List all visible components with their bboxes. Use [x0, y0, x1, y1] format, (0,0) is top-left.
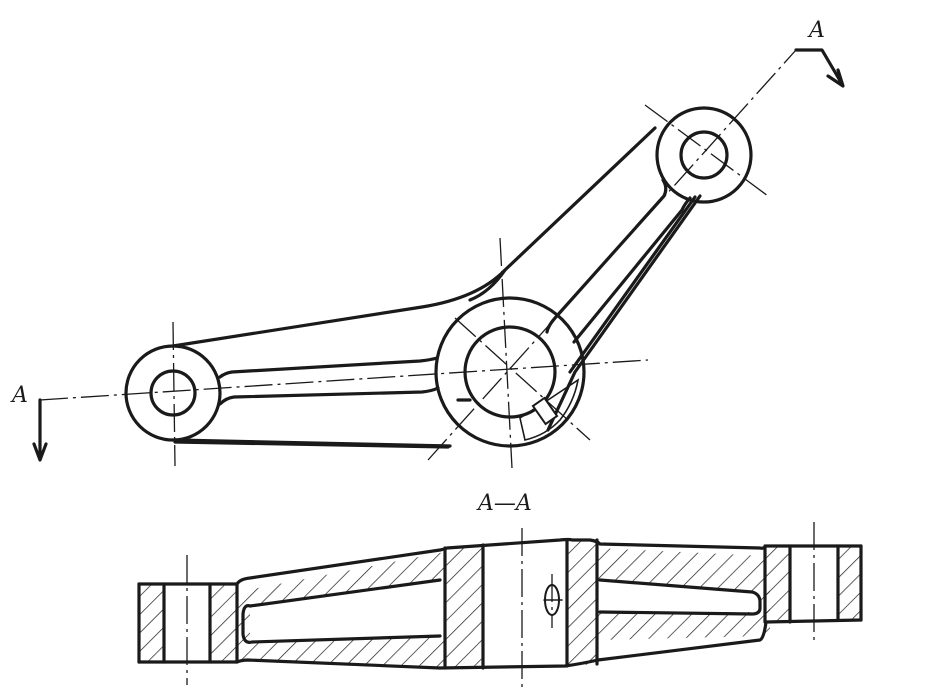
- centerline-center-cross: [454, 317, 591, 441]
- cut-label-top: A: [807, 18, 825, 43]
- left-arm-lower-edge: [173, 438, 452, 448]
- section-hatching: [139, 540, 861, 668]
- cut-arrow-top: [794, 48, 845, 88]
- right-boss-hole: [679, 130, 729, 180]
- left-rib-upper: [218, 356, 439, 379]
- section-title: A—A: [476, 491, 532, 516]
- centerline-diag: [427, 49, 797, 461]
- cut-label-left: A: [10, 383, 28, 408]
- centerline-main: [39, 359, 649, 401]
- right-rib-left: [545, 178, 668, 334]
- lever-outline: [171, 126, 697, 449]
- centerline-left-v: [172, 321, 176, 467]
- pin-hole-local: [531, 396, 559, 426]
- section-view: A—A: [137, 491, 863, 688]
- left-web: [241, 578, 442, 644]
- cut-arrow-left: [32, 398, 48, 462]
- left-boss-hole: [149, 369, 197, 417]
- breakout-section: [519, 378, 580, 441]
- center-boss-outer: [434, 296, 586, 448]
- right-rib-right: [572, 196, 692, 344]
- left-rib-lower: [218, 386, 440, 406]
- upper-arm-lower-edge: [546, 194, 702, 432]
- right-boss-outer: [655, 106, 753, 204]
- centerline-right-cross: [644, 104, 769, 197]
- section-outline-bottom: [137, 618, 863, 670]
- plan-view: A A: [10, 18, 845, 469]
- right-web: [598, 578, 762, 616]
- centerline-center-v: [499, 237, 513, 469]
